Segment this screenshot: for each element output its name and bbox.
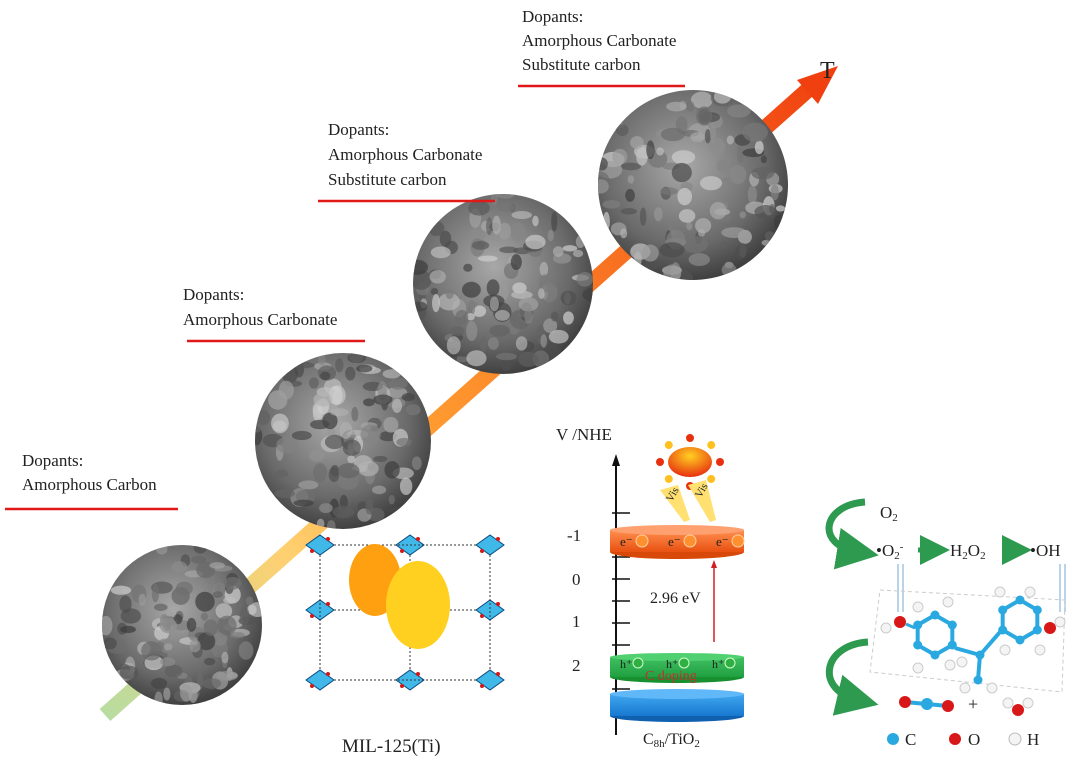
- svg-text:Dopants:: Dopants:: [183, 285, 244, 304]
- tick-label: 1: [572, 612, 581, 631]
- tick-label: 0: [572, 570, 581, 589]
- ti-cluster: [305, 669, 335, 691]
- conduction-band: e⁻ e⁻ e⁻: [610, 525, 745, 559]
- o2-label: O2: [880, 503, 898, 524]
- ti-cluster: [475, 534, 505, 556]
- plus-sign: +: [968, 694, 978, 714]
- svg-text:Amorphous Carbonate: Amorphous Carbonate: [328, 145, 482, 164]
- trend-label: T: [820, 58, 835, 84]
- svg-text:Substitute carbon: Substitute carbon: [522, 55, 641, 74]
- axis-label: V /NHE: [556, 425, 612, 444]
- pollutant-box: [869, 589, 1066, 693]
- hole-icon: [678, 657, 690, 669]
- svg-text:Amorphous Carbon: Amorphous Carbon: [22, 475, 157, 494]
- pore-tetrahedral: [386, 561, 450, 649]
- h2o-molecule: [1002, 697, 1034, 716]
- reaction-scheme: O2 •O2- H2O2 •OH + C O H: [825, 498, 1066, 749]
- stage-label-2: Dopants: Amorphous Carbonate: [183, 285, 365, 343]
- tio2-substrate: [610, 689, 744, 722]
- svg-text:Amorphous Carbonate: Amorphous Carbonate: [183, 310, 337, 329]
- valence-band: h⁺ h⁺ h⁺ C doping: [610, 653, 744, 684]
- tick-label: 2: [572, 656, 581, 675]
- hydroxyl-label: •OH: [1030, 541, 1061, 560]
- hole-label: h⁺: [620, 657, 632, 671]
- superoxide-label: •O2-: [876, 541, 904, 562]
- svg-text:C: C: [905, 730, 916, 749]
- ti-cluster: [475, 669, 505, 691]
- tick-label: -1: [567, 526, 581, 545]
- hole-icon: [724, 657, 736, 669]
- svg-text:H: H: [1027, 730, 1039, 749]
- electron-label: e⁻: [716, 534, 729, 549]
- band-gap-label: 2.96 eV: [650, 590, 701, 607]
- energy-diagram: V /NHE -1 0 1 2 Vis Vis e⁻ e⁻ e⁻ 2.96 eV: [556, 425, 745, 750]
- pollutant-molecule: [880, 586, 1066, 694]
- svg-text:Amorphous Carbonate: Amorphous Carbonate: [522, 31, 676, 50]
- hole-label: h⁺: [666, 657, 678, 671]
- electron-icon: [731, 534, 745, 548]
- electron-label: e⁻: [620, 534, 633, 549]
- visible-light-icon: Vis Vis: [660, 480, 716, 522]
- mil125-structure: [305, 534, 505, 691]
- sem-texture: [413, 194, 593, 371]
- co2-molecule: [899, 696, 954, 712]
- svg-text:Dopants:: Dopants:: [328, 120, 389, 139]
- ti-cluster: [475, 599, 505, 621]
- hole-label: h⁺: [712, 657, 724, 671]
- electron-icon: [635, 534, 649, 548]
- atom-legend: C O H: [887, 730, 1039, 749]
- electron-label: e⁻: [668, 534, 681, 549]
- stage-label-3: Dopants: Amorphous Carbonate Substitute …: [318, 120, 495, 203]
- svg-text:O: O: [968, 730, 980, 749]
- electron-icon: [683, 534, 697, 548]
- stage-label-1: Dopants: Amorphous Carbon: [5, 451, 178, 511]
- stage-label-4: Dopants: Amorphous Carbonate Substitute …: [518, 7, 685, 88]
- curved-arrow: [825, 638, 879, 716]
- doping-label: C doping: [645, 669, 697, 684]
- ti-cluster: [305, 534, 335, 556]
- sem-texture: [255, 353, 422, 529]
- h2o2-label: H2O2: [950, 541, 986, 562]
- sem-images: [102, 90, 788, 705]
- sem-texture: [102, 545, 262, 705]
- curved-arrow: [825, 498, 879, 570]
- material-label: C8h/TiO2: [643, 731, 700, 750]
- svg-text:Dopants:: Dopants:: [22, 451, 83, 470]
- hole-icon: [632, 657, 644, 669]
- sun-icon: [656, 434, 724, 490]
- svg-text:Dopants:: Dopants:: [522, 7, 583, 26]
- sem-texture: [598, 90, 786, 280]
- mof-label: MIL-125(Ti): [342, 736, 441, 757]
- svg-text:Substitute carbon: Substitute carbon: [328, 170, 447, 189]
